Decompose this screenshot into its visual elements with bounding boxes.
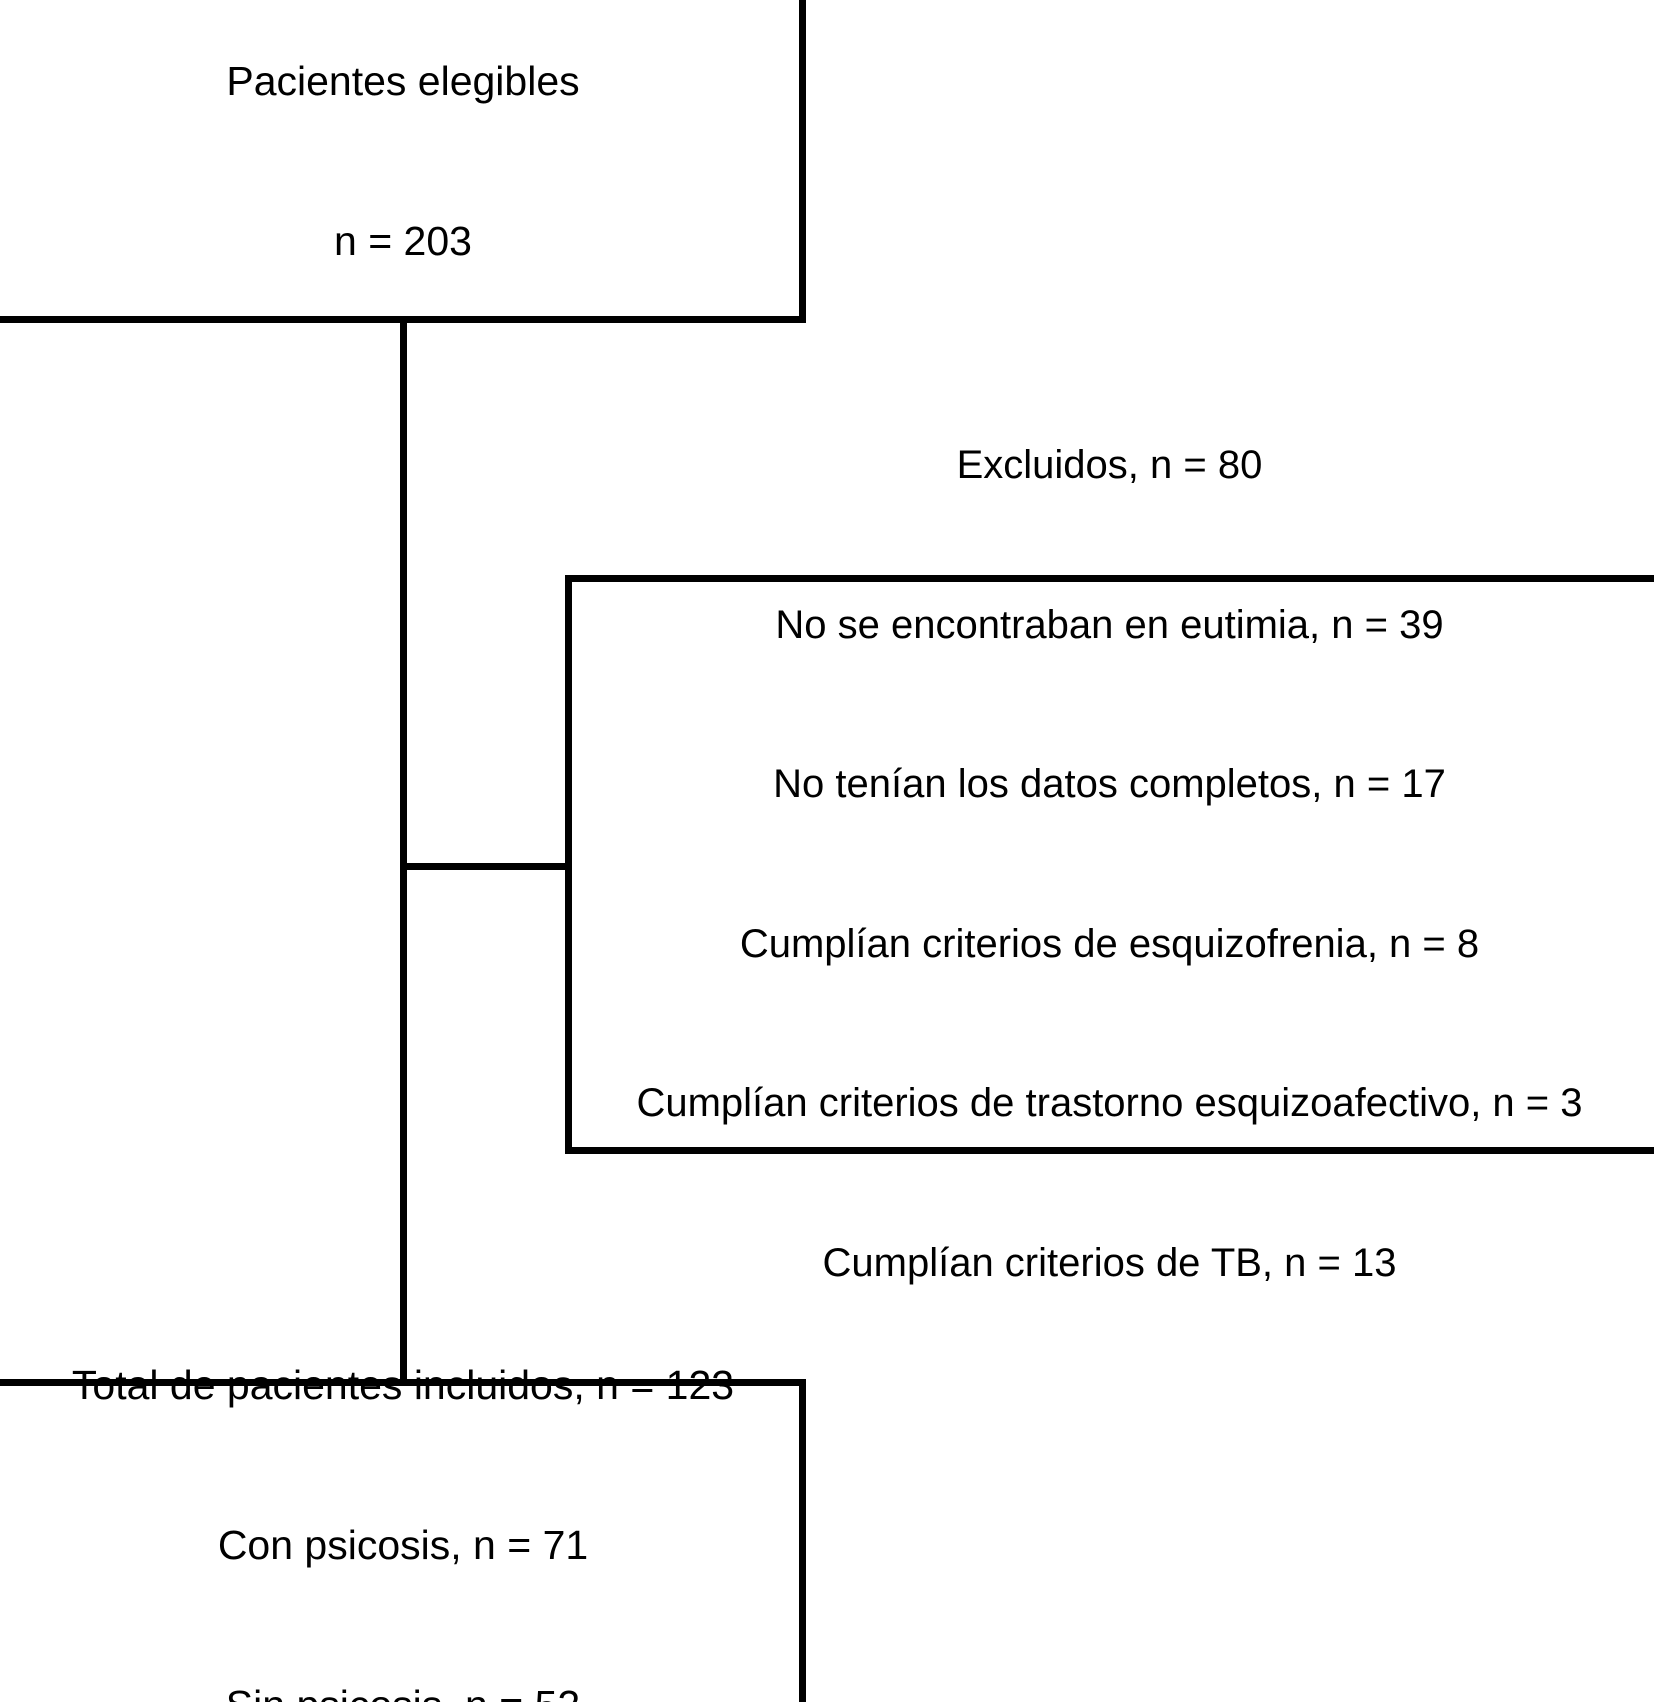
- node-excluidos-text: Excluidos, n = 80 No se encontraban en e…: [636, 333, 1592, 1397]
- node-excluidos-line-1: Excluidos, n = 80: [956, 443, 1263, 487]
- connector-eligible-to-included: [400, 316, 407, 1386]
- node-pacientes-elegibles: Pacientes elegibles n = 203: [0, 0, 806, 323]
- node-excluidos-line-4: Cumplían criterios de esquizofrenia, n =…: [739, 921, 1480, 966]
- node-excluidos-line-5: Cumplían criterios de trastorno esquizoa…: [636, 1081, 1583, 1126]
- node-total-incluidos-line-2: Con psicosis, n = 71: [217, 1521, 589, 1568]
- node-excluidos-line-6: Cumplían criterios de TB, n = 13: [822, 1240, 1397, 1285]
- node-total-incluidos: Total de pacientes incluidos, n = 123 Co…: [0, 1362, 806, 1702]
- node-pacientes-elegibles-line-1: Pacientes elegibles: [226, 57, 580, 104]
- node-excluidos-line-3: No tenían los datos completos, n = 17: [773, 762, 1446, 807]
- node-pacientes-elegibles-text: Pacientes elegibles n = 203: [216, 0, 579, 375]
- node-total-incluidos-line-3: Sin psicosis, n = 52: [72, 1679, 734, 1702]
- connector-eligible-to-excluded: [400, 863, 572, 870]
- node-excluidos-line-2: No se encontraban en eutimia, n = 39: [775, 602, 1444, 647]
- node-excluidos: Excluidos, n = 80 No se encontraban en e…: [565, 443, 1654, 1285]
- node-total-incluidos-line-1: Total de pacientes incluidos, n = 123: [71, 1361, 735, 1408]
- node-total-incluidos-text: Total de pacientes incluidos, n = 123 Co…: [62, 1252, 734, 1702]
- node-pacientes-elegibles-line-2: n = 203: [334, 217, 472, 264]
